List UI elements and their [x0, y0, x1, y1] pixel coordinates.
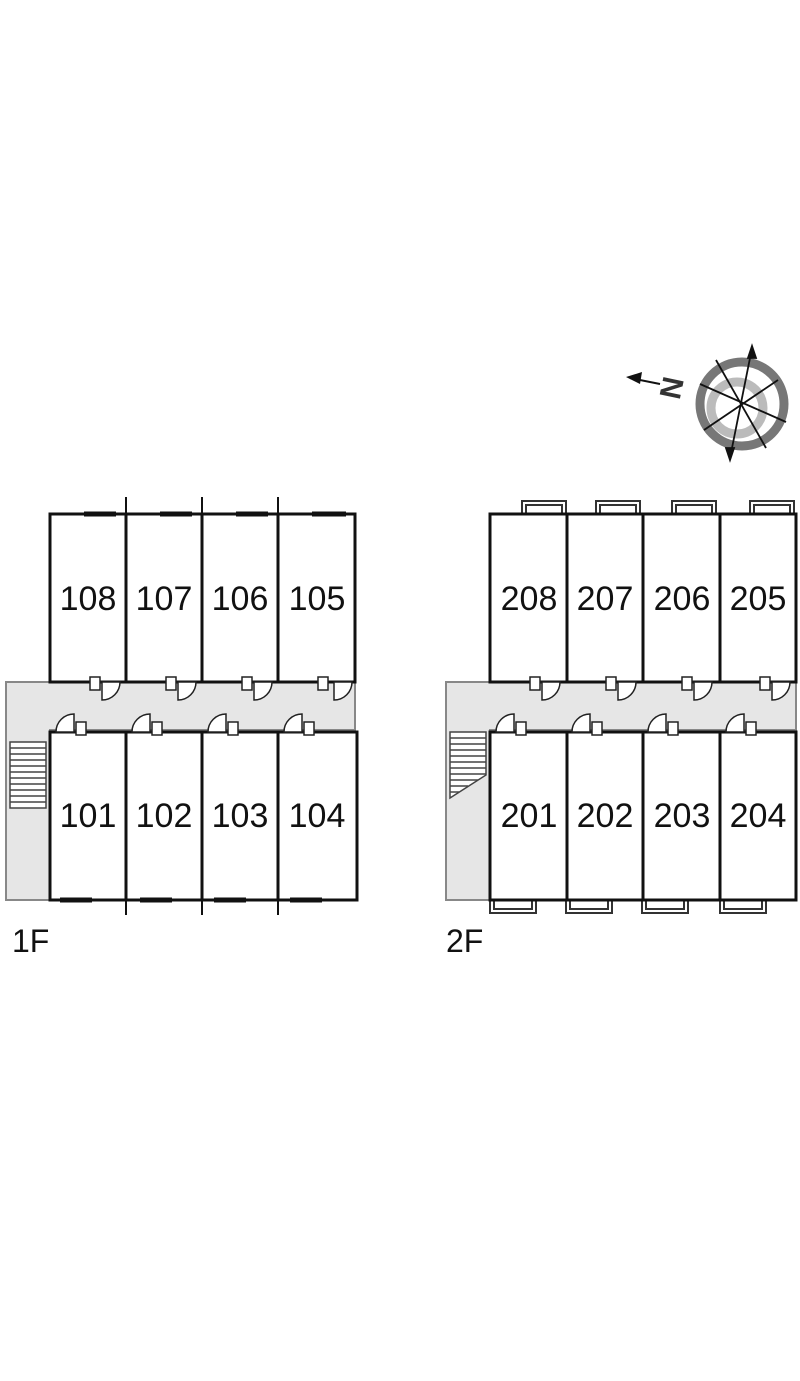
- staircase-2f: [449, 731, 487, 800]
- room-203-label: 203: [654, 797, 711, 835]
- room-103-label: 103: [212, 797, 269, 835]
- room-202-label: 202: [577, 797, 634, 835]
- room-101-label: 101: [60, 797, 117, 835]
- floor-1f: 108 107 106 105 101 102 103 104 1F: [5, 497, 359, 959]
- floor-2f: 208 207 206 205 201 202 203 204 2F: [445, 500, 798, 959]
- doors-2f-top: [529, 676, 791, 701]
- wall-extensions-1f-bottom: [60, 897, 322, 915]
- room-204-label: 204: [730, 797, 787, 835]
- room-102-label: 102: [136, 797, 193, 835]
- north-arrow-icon: N: [626, 372, 691, 402]
- room-201-label: 201: [501, 797, 558, 835]
- floor-label-1f: 1F: [12, 923, 49, 959]
- balconies-2f-top: [521, 500, 795, 515]
- room-206-label: 206: [654, 580, 711, 618]
- doors-1f-top: [89, 676, 353, 701]
- north-label: N: [654, 374, 691, 402]
- room-block-2f-top: [488, 512, 798, 684]
- floor-label-2f: 2F: [446, 923, 483, 959]
- room-block-1f-top: [48, 512, 357, 684]
- room-block-1f-bottom: [48, 730, 359, 902]
- room-104-label: 104: [289, 797, 346, 835]
- doors-2f-bottom: [495, 713, 757, 736]
- room-108-label: 108: [60, 580, 117, 618]
- balconies-2f-bottom: [489, 899, 767, 914]
- doors-1f-bottom: [55, 713, 315, 736]
- room-207-label: 207: [577, 580, 634, 618]
- staircase-1f: [9, 741, 47, 809]
- room-205-label: 205: [730, 580, 787, 618]
- room-105-label: 105: [289, 580, 346, 618]
- room-block-2f-bottom: [488, 730, 798, 902]
- wall-extensions-1f-top: [84, 497, 346, 517]
- room-107-label: 107: [136, 580, 193, 618]
- room-106-label: 106: [212, 580, 269, 618]
- room-208-label: 208: [501, 580, 558, 618]
- compass-rose-icon: N: [626, 343, 789, 463]
